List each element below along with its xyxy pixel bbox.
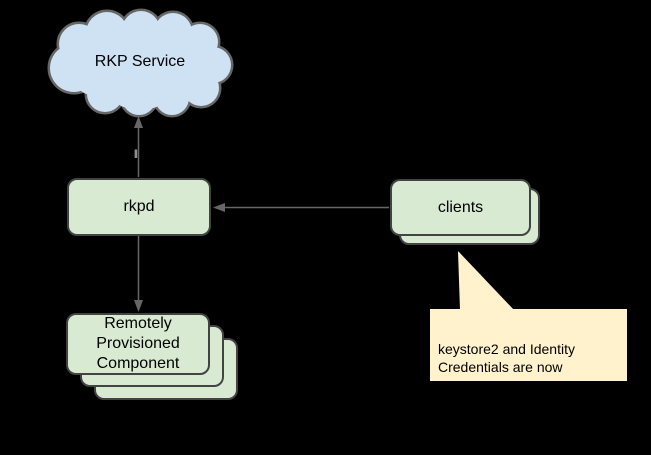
rkp-service-cloud-node: RKP Service xyxy=(45,8,235,118)
callout-note: keystore2 and Identity Credentials are n… xyxy=(430,309,627,394)
cloud-shape xyxy=(47,8,234,118)
rkp-service-label: RKP Service xyxy=(94,53,186,70)
arrow-rkpd-to-rpc-head xyxy=(134,300,143,312)
callout-tail xyxy=(458,251,514,310)
rpc-label: Remotely Provisioned Component xyxy=(96,315,180,372)
clients-node: clients xyxy=(390,179,541,246)
rpc-stack-top: Remotely Provisioned Component xyxy=(66,313,210,375)
arrow-clients-to-rkpd-head xyxy=(213,203,225,212)
callout-text: keystore2 and Identity Credentials are n… xyxy=(438,340,575,394)
arrow-midpoint-tick xyxy=(134,149,138,158)
rkpd-node: rkpd xyxy=(67,178,211,236)
rkpd-label: rkpd xyxy=(123,198,155,215)
clients-label: clients xyxy=(437,198,484,216)
remotely-provisioned-component-node: Remotely Provisioned Component xyxy=(66,313,238,401)
clients-stack-top: clients xyxy=(390,179,531,236)
